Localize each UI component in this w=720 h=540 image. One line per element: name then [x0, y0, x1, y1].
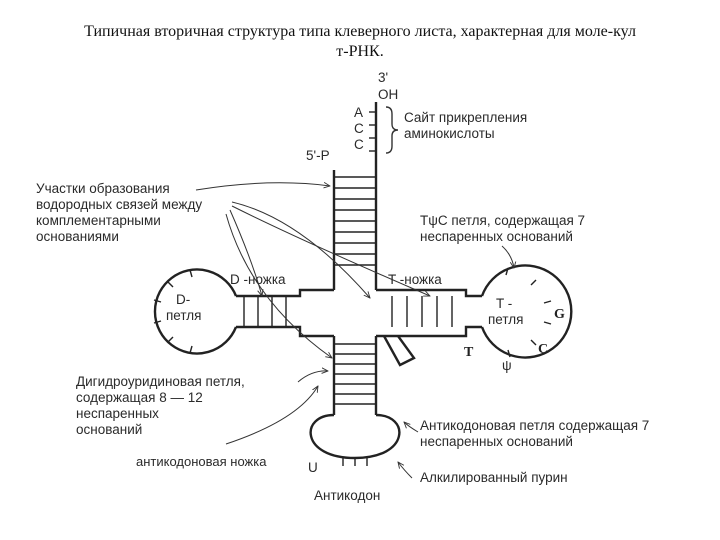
anticodon-stem-base-pairs [334, 343, 376, 405]
label-dihydro-1: Дигидроуридиновая петля, [76, 374, 245, 389]
alkyl-arrow [398, 462, 413, 479]
label-anticodon-loop-2: неспаренных оснований [420, 434, 573, 449]
label-5prime: 5'-P [306, 148, 330, 163]
label-site-2: аминокислоты [404, 126, 495, 141]
label-a: A [354, 105, 363, 120]
label-hbond-4: основаниями [36, 229, 119, 244]
label-dihydro-2: содержащая 8 — 12 [76, 390, 203, 405]
d-arm [153, 268, 334, 355]
label-psi: ψ [502, 358, 512, 373]
anticodon-stem-arrow [225, 386, 318, 445]
label-tpsi-2: неспаренных оснований [420, 229, 573, 244]
label-c2: C [354, 137, 364, 152]
t-arm [376, 264, 573, 367]
label-anticodon-stem: антикодоновая ножка [136, 454, 267, 469]
label-site-1: Сайт прикрепления [404, 110, 527, 125]
label-oh: OH [378, 87, 398, 102]
label-alkyl: Алкилированный пурин [420, 470, 568, 485]
label-d-loop-2: петля [166, 308, 201, 323]
d-stem-base-pairs [243, 296, 287, 327]
anticodon-bases [342, 458, 368, 466]
d-loop-bases [153, 269, 193, 354]
label-t-loop-1: T - [496, 296, 512, 311]
hbond-arrows [195, 183, 430, 358]
acceptor-stem-base-pairs [334, 176, 376, 266]
label-nuc-c: C [538, 342, 548, 357]
label-tpsi-1: TψC петля, содержащая 7 [420, 213, 585, 228]
t-loop-bases [505, 267, 552, 358]
anticodon-loop [309, 413, 401, 460]
acceptor-brace [385, 106, 399, 154]
label-hbond-2: водородных связей между [36, 197, 202, 212]
anticodon-loop-arrow [404, 422, 419, 433]
label-t-stem: T -ножка [388, 272, 442, 287]
label-nuc-t: T [464, 345, 474, 360]
anticodon-arm [309, 336, 401, 466]
label-u: U [308, 460, 318, 475]
label-anticodon: Антикодон [314, 488, 380, 503]
label-3prime: 3' [378, 70, 388, 85]
dihydro-arrow [297, 371, 328, 383]
label-nuc-g: G [554, 307, 565, 322]
label-dihydro-4: оснований [76, 422, 142, 437]
label-hbond-1: Участки образования [36, 181, 170, 196]
title-line-1: Типичная вторичная структура типа клевер… [84, 23, 636, 40]
label-t-loop-2: петля [488, 312, 523, 327]
d-loop [153, 268, 238, 355]
variable-loop [382, 335, 416, 367]
label-anticodon-loop-1: Антикодоновая петля содержащая 7 [420, 418, 649, 433]
title-line-2: т-РНК. [336, 43, 384, 60]
label-hbond-3: комплементарными [36, 213, 161, 228]
label-d-loop-1: D- [176, 292, 190, 307]
tpsi-arrow [501, 245, 514, 268]
diagram-title: Типичная вторичная структура типа клевер… [30, 22, 690, 62]
label-d-stem: D -ножка [230, 272, 286, 287]
label-c1: C [354, 121, 364, 136]
label-dihydro-3: неспаренных [76, 406, 159, 421]
labels: 3' OH A C C Сайт прикрепления аминокисло… [36, 70, 649, 503]
acceptor-stem [332, 102, 378, 290]
t-stem-base-pairs [391, 296, 453, 327]
